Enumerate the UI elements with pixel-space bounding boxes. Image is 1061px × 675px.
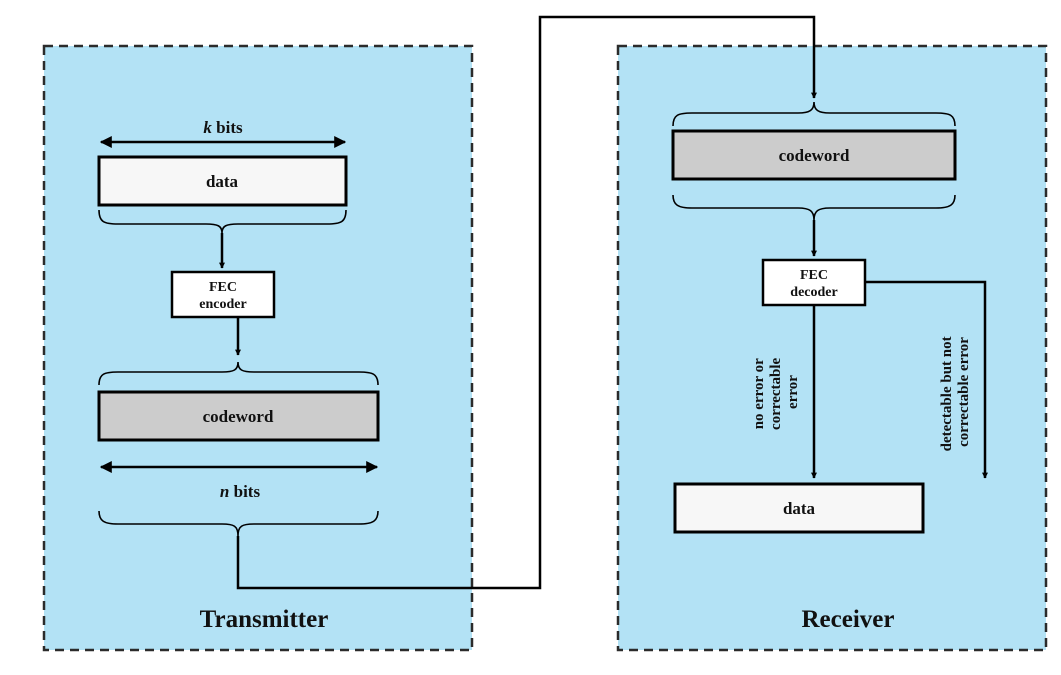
transmitter-data-box bbox=[97, 155, 348, 207]
receiver-title: Receiver bbox=[802, 606, 895, 633]
fec-decoder-label-2: decoder bbox=[790, 285, 837, 300]
receiver-data-label: data bbox=[783, 499, 816, 518]
fec-encoder-label-1: FEC bbox=[209, 280, 237, 295]
channel-connection-arrow bbox=[236, 15, 817, 590]
fec-decoder-label-1: FEC bbox=[800, 268, 828, 283]
transmitter-codeword-label: codeword bbox=[203, 407, 274, 426]
transmitter-codeword-box bbox=[97, 390, 380, 442]
receiver-codeword-box bbox=[671, 129, 957, 181]
detectable-error-label: detectable but not correctable error bbox=[939, 333, 972, 452]
receiver-data-box bbox=[673, 482, 925, 534]
n-bits-label: n bits bbox=[220, 482, 261, 501]
transmitter-title: Transmitter bbox=[200, 606, 329, 633]
fec-encoder-label-2: encoder bbox=[199, 297, 246, 312]
fec-encoder-box bbox=[170, 270, 276, 319]
receiver-codeword-label: codeword bbox=[779, 146, 850, 165]
transmitter-panel: k bits data FEC encoder codeword n bits … bbox=[42, 44, 474, 652]
receiver-codeword-top-brace bbox=[672, 101, 956, 127]
transmitter-data-label: data bbox=[206, 172, 239, 191]
transmitter-background bbox=[42, 44, 474, 652]
k-bits-label: k bits bbox=[203, 118, 243, 137]
receiver-panel: codeword FEC decoder no error or correct… bbox=[616, 44, 1048, 652]
codeword-top-brace bbox=[98, 361, 379, 386]
detectable-error-arrow bbox=[865, 280, 988, 479]
no-error-label: no error or correctable error bbox=[751, 354, 801, 430]
